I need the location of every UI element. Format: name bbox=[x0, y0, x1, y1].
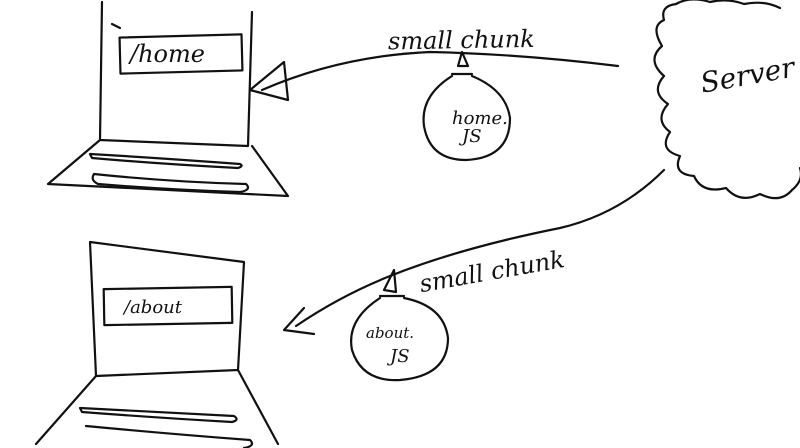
laptop-screen-icon bbox=[98, 0, 254, 148]
address-bar bbox=[118, 33, 244, 75]
laptop-pen-mark bbox=[110, 22, 122, 30]
ornament-hook-icon bbox=[450, 50, 474, 76]
server-label: Server bbox=[698, 50, 799, 99]
bundle-ext-about: JS bbox=[386, 346, 410, 367]
cloud-top-edge bbox=[674, 0, 782, 10]
laptop-base-icon bbox=[34, 368, 280, 446]
address-bar bbox=[102, 285, 234, 327]
keyboard-line-icon bbox=[78, 406, 238, 424]
arrow-head-icon bbox=[282, 306, 316, 336]
ornament-hook-icon bbox=[378, 268, 406, 298]
arrow-head-icon bbox=[248, 60, 290, 102]
ornament-bundle-icon bbox=[350, 296, 450, 382]
transfer-home: small chunk home. JS bbox=[248, 25, 620, 162]
trackpad-line-icon bbox=[91, 172, 250, 194]
transfer-label-1: small chunk bbox=[388, 25, 535, 56]
transfer-label-2: small chunk bbox=[417, 245, 566, 298]
route-label-home: /home bbox=[128, 40, 205, 68]
route-label-about: /about bbox=[122, 297, 183, 318]
arrow-line bbox=[294, 168, 666, 328]
keyboard-line-icon bbox=[88, 152, 243, 170]
laptop-base-icon bbox=[46, 138, 290, 198]
laptop-home: /home bbox=[46, 0, 290, 198]
bundle-ext-home: JS bbox=[458, 126, 482, 147]
transfer-about: small chunk about. JS bbox=[282, 168, 666, 382]
laptop-about: /about bbox=[34, 240, 280, 448]
bundle-name-about: about. bbox=[366, 324, 414, 342]
ornament-bundle-icon bbox=[422, 74, 512, 162]
server-cloud: Server bbox=[653, 0, 800, 200]
bundle-name-home: home. bbox=[452, 108, 508, 129]
cloud-icon bbox=[653, 2, 800, 200]
arrow-line bbox=[260, 50, 620, 92]
trackpad-line-icon bbox=[84, 424, 254, 448]
